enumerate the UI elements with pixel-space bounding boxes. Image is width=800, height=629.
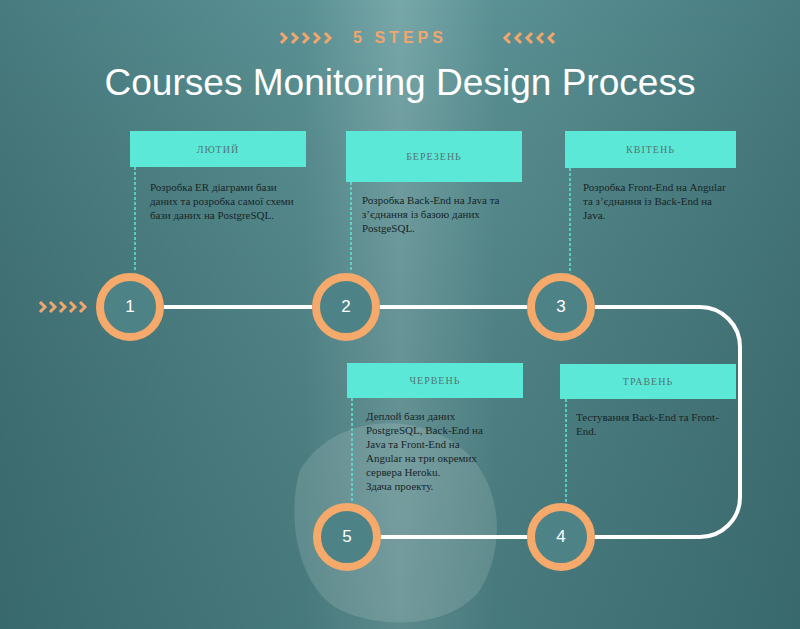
step-circle: 1 xyxy=(96,273,164,341)
step-description: Деплой бази даних PostgreSQL, Back-End н… xyxy=(366,409,498,479)
description-block: Розробка Back-End на Java та з’єднання і… xyxy=(362,193,504,235)
step-description: Тестування Back-End та Front-End. xyxy=(576,410,726,438)
leader-line xyxy=(134,167,136,272)
step-number: 5 xyxy=(342,527,351,547)
chevrons-left xyxy=(281,33,330,43)
step-description: Здача проекту. xyxy=(366,479,498,493)
leader-line xyxy=(350,182,352,272)
leader-line xyxy=(569,168,571,273)
month-name: КВІТЕНЬ xyxy=(565,144,736,155)
step-description: Розробка Back-End на Java та з’єднання і… xyxy=(362,193,504,235)
timeline-line xyxy=(164,305,312,309)
leader-line xyxy=(565,399,567,502)
timeline-line xyxy=(381,535,527,539)
chevrons-right xyxy=(505,33,554,43)
month-name: ТРАВЕНЬ xyxy=(560,376,736,387)
timeline-line xyxy=(380,305,527,309)
description-block: Деплой бази даних PostgreSQL, Back-End н… xyxy=(366,409,498,493)
description-block: Розробка Front-End на Angular та з’єднан… xyxy=(583,180,731,222)
step-description: Розробка Front-End на Angular та з’єднан… xyxy=(583,180,731,222)
step-number: 3 xyxy=(556,297,565,317)
start-chevrons xyxy=(40,302,85,312)
description-block: Розробка ER діаграми бази даних та розро… xyxy=(150,180,300,222)
month-name: ЛЮТИЙ xyxy=(130,144,306,155)
step-number: 4 xyxy=(556,527,565,547)
month-box: БЕРЕЗЕНЬРозробка Back-End на Java та з’є… xyxy=(346,131,522,182)
month-box: ЛЮТИЙРозробка ER діаграми бази даних та … xyxy=(130,131,306,167)
step-description: Розробка ER діаграми бази даних та розро… xyxy=(150,180,300,222)
step-circle: 2 xyxy=(312,273,380,341)
leader-line xyxy=(351,398,353,502)
month-box: ЧЕРВЕНЬДеплой бази даних PostgreSQL, Bac… xyxy=(347,363,523,398)
step-number: 2 xyxy=(341,297,350,317)
step-number: 1 xyxy=(125,297,134,317)
steps-heading: 5 STEPS xyxy=(0,27,800,49)
diagram-title: Courses Monitoring Design Process xyxy=(0,58,800,106)
month-name: БЕРЕЗЕНЬ xyxy=(346,151,522,162)
month-name: ЧЕРВЕНЬ xyxy=(347,375,523,386)
month-box: ТРАВЕНЬТестування Back-End та Front-End. xyxy=(560,364,736,399)
description-block: Тестування Back-End та Front-End. xyxy=(576,410,726,438)
month-box: КВІТЕНЬРозробка Front-End на Angular та … xyxy=(565,131,736,168)
step-circle: 4 xyxy=(527,503,595,571)
step-circle: 3 xyxy=(527,273,595,341)
step-circle: 5 xyxy=(313,503,381,571)
